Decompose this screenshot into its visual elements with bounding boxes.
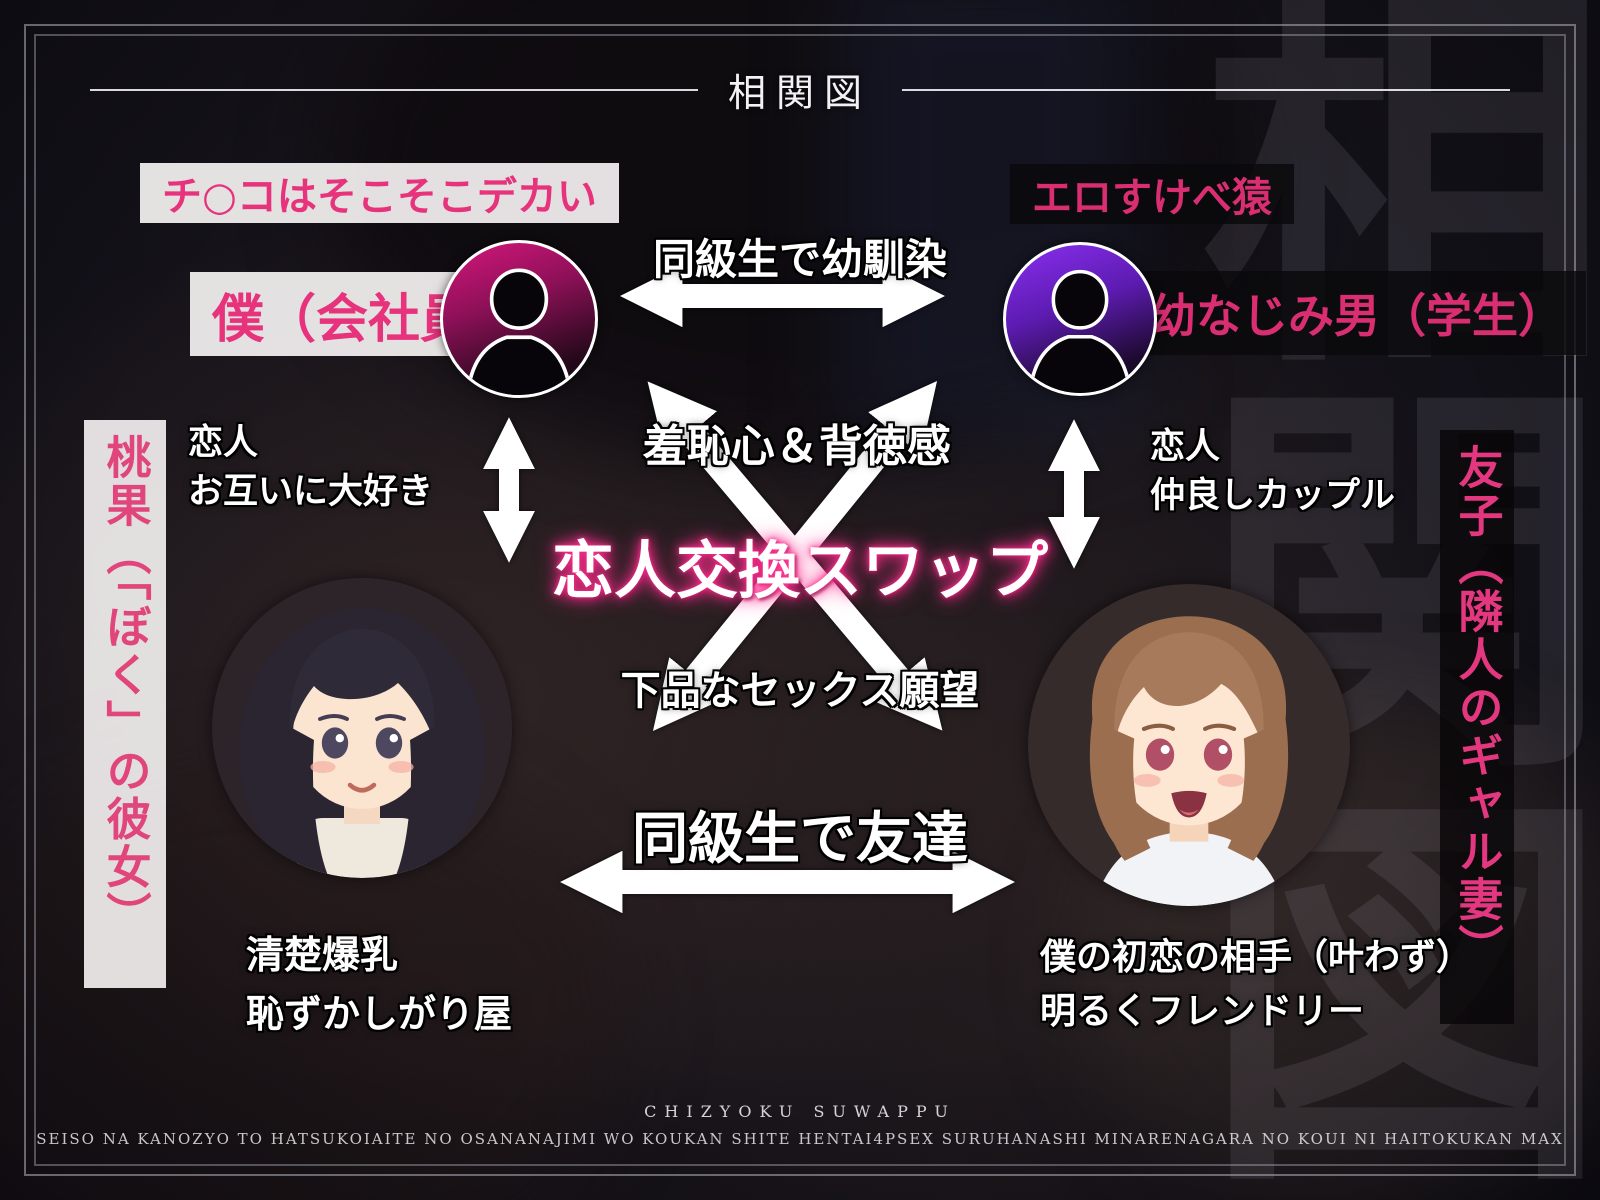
osananajimi-tag-box: エロすけべ猿 — [1010, 164, 1294, 224]
osananajimi-avatar — [1003, 242, 1157, 396]
relation-cross-bottom-label: 下品なセックス願望 — [620, 667, 980, 714]
footer-romaji-title: CHIZYOKU SUWAPPU — [644, 1102, 956, 1121]
title-row: 相関図 — [90, 62, 1511, 117]
relation-swap-label: 恋人交換スワップ — [551, 534, 1049, 607]
momoka-trait-line1: 清楚爆乳 — [246, 932, 399, 977]
relation-top-label: 同級生で幼馴染 — [652, 235, 947, 284]
relation-cross-top-label: 羞恥心＆背徳感 — [642, 421, 951, 472]
osananajimi-tag-label: エロすけべ猿 — [1032, 174, 1272, 221]
relation-right-line2: 仲良しカップル — [1150, 475, 1396, 516]
momoka-side-label: 桃果（「ぼく」の彼女） — [98, 434, 152, 940]
momoka-avatar — [212, 578, 512, 878]
title-rule-left — [90, 88, 698, 91]
page-title: 相関図 — [728, 71, 873, 115]
boku-avatar — [440, 240, 598, 398]
momoka-traits: 清楚爆乳 恥ずかしがり屋 — [246, 926, 512, 1044]
male-silhouette-icon — [1028, 269, 1132, 393]
arrow-cross-2 — [652, 381, 938, 731]
osananajimi-name-label: 幼なじみ男（学生） — [1150, 289, 1564, 343]
momoka-trait-line2: 恥ずかしがり屋 — [246, 990, 513, 1036]
relation-right-line1: 恋人 — [1150, 426, 1221, 467]
boku-tag-label: チ○コはそこそこデカい — [162, 173, 597, 220]
momoka-side-strip: 桃果（「ぼく」の彼女） — [84, 420, 166, 988]
relation-right-label: 恋人 仲良しカップル — [1150, 422, 1395, 520]
tomoko-side-strip: 友子（隣人のギャル妻） — [1440, 430, 1514, 1024]
tomoko-trait-line1: 僕の初恋の相手（叶わず） — [1040, 936, 1473, 978]
title-rule-right — [902, 88, 1511, 91]
relation-left-line1: 恋人 — [188, 422, 259, 463]
tomoko-portrait — [1028, 584, 1350, 906]
osananajimi-name-box: 幼なじみ男（学生） — [1128, 271, 1586, 355]
tomoko-traits: 僕の初恋の相手（叶わず） 明るくフレンドリー — [1040, 930, 1472, 1038]
relation-left-label: 恋人 お互いに大好き — [188, 418, 433, 516]
tomoko-side-label: 友子（隣人のギャル妻） — [1450, 444, 1504, 972]
tomoko-trait-line2: 明るくフレンドリー — [1040, 990, 1365, 1032]
tomoko-avatar — [1028, 584, 1350, 906]
momoka-portrait — [212, 578, 512, 878]
boku-tag-box: チ○コはそこそこデカい — [140, 163, 619, 223]
footer-romaji-subtitle: SEISO NA KANOZYO TO HATSUKOIAITE NO OSAN… — [36, 1130, 1564, 1148]
relation-bottom-label: 同級生で友達 — [632, 806, 968, 872]
relation-left-line2: お互いに大好き — [188, 471, 434, 512]
male-silhouette-icon — [465, 268, 573, 395]
